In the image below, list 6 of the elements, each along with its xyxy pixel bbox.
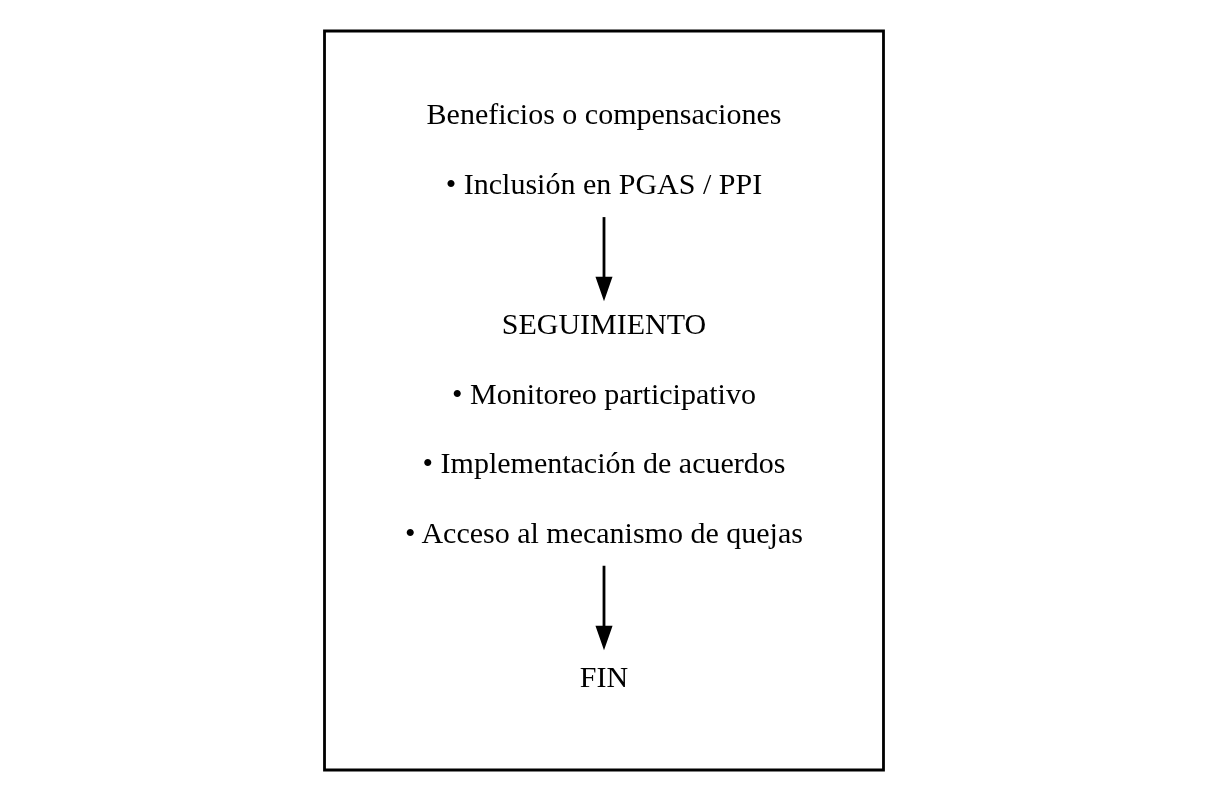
arrow [595,565,613,651]
node-text: Beneficios o compensaciones • Inclusión en PGAS / PPI [426,97,782,200]
node-text: SEGUIMIENTO • Monitoreo participativo • Implementación de acuerdos • Acceso al mecanismo de quejas [405,307,803,549]
cluster [323,29,885,772]
node-text: FIN [579,660,629,694]
arrow [595,217,613,302]
